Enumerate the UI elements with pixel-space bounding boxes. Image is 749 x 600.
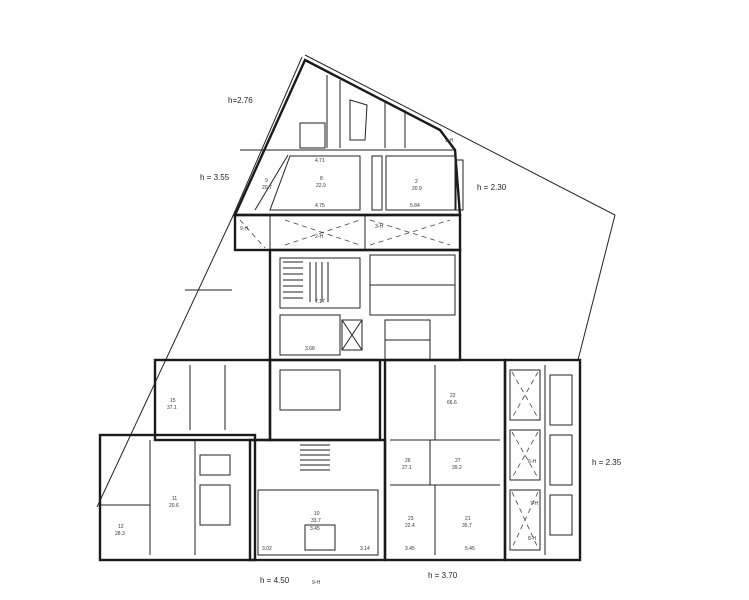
dimension: 5.45 bbox=[465, 546, 475, 552]
room-number: 26 bbox=[405, 458, 411, 464]
room-labels: 2 20.9 8 22.9 9 20.7 7.17 22 66.6 26 27.… bbox=[115, 176, 472, 537]
height-label: h = 3.55 bbox=[200, 173, 230, 182]
room-number: 15 bbox=[170, 398, 176, 404]
passage-label: 2-Н bbox=[315, 234, 323, 240]
room-number: 23 bbox=[408, 516, 414, 522]
top-wing bbox=[233, 58, 464, 217]
room-area: 37.1 bbox=[167, 405, 177, 411]
arcade-band bbox=[233, 213, 462, 252]
room-area: 39.2 bbox=[452, 465, 462, 471]
passage-label: 6-Н bbox=[528, 459, 536, 465]
room-area: 22.4 bbox=[405, 523, 415, 529]
room-area: 35.7 bbox=[462, 523, 472, 529]
dimension: 3.68 bbox=[305, 346, 315, 352]
passage-label: 9-Н bbox=[240, 226, 248, 232]
room-number: 22 bbox=[450, 393, 456, 399]
room-number: 9 bbox=[265, 178, 268, 184]
site-boundary bbox=[96, 54, 616, 508]
stair-icon bbox=[283, 261, 329, 302]
passage-label: 3-Н bbox=[375, 224, 383, 230]
room-area: 66.6 bbox=[447, 400, 457, 406]
dimension: 3.45 bbox=[405, 546, 415, 552]
stair-icon bbox=[300, 444, 330, 471]
dimension-labels: 4.71 4.75 5.84 3.68 3.45 3.02 3.14 3.45 … bbox=[262, 158, 475, 552]
height-label: h = 2.35 bbox=[592, 458, 622, 467]
east-annex bbox=[503, 358, 582, 562]
dimension: 4.71 bbox=[315, 158, 325, 164]
room-area: 28.3 bbox=[115, 531, 125, 537]
height-label: h = 4.50 bbox=[260, 576, 290, 585]
height-label: h=2.76 bbox=[228, 96, 253, 105]
room-area: 20.6 bbox=[169, 503, 179, 509]
room-area: 33.7 bbox=[311, 518, 321, 524]
height-label: h = 2.30 bbox=[477, 183, 507, 192]
central-core bbox=[268, 248, 462, 362]
passage-label: 9-Н bbox=[445, 138, 453, 144]
left-wing bbox=[98, 358, 272, 562]
dimension: 4.75 bbox=[315, 203, 325, 209]
room-area: 22.9 bbox=[316, 183, 326, 189]
room-area: 27.1 bbox=[402, 465, 412, 471]
room-number: 2 bbox=[415, 179, 418, 185]
height-label: h = 3.70 bbox=[428, 571, 458, 580]
passage-label: 7-Н bbox=[530, 501, 538, 507]
room-number: 11 bbox=[172, 496, 177, 502]
room-number: 21 bbox=[465, 516, 471, 522]
room-number: 27 bbox=[455, 458, 461, 464]
room-number: 10 bbox=[314, 511, 320, 517]
room-number: 8 bbox=[320, 176, 323, 182]
room-area: 20.7 bbox=[262, 185, 272, 191]
dimension: 3.45 bbox=[310, 526, 320, 532]
passage-label: 9-Н bbox=[312, 580, 320, 586]
room-number: 7.17 bbox=[315, 299, 325, 305]
dimension: 5.84 bbox=[410, 203, 420, 209]
east-block bbox=[383, 358, 507, 562]
dimension: 3.14 bbox=[360, 546, 370, 552]
dimension: 3.02 bbox=[262, 546, 272, 552]
room-number: 12 bbox=[118, 524, 124, 530]
room-area: 20.9 bbox=[412, 186, 422, 192]
passage-label: 8-Н bbox=[528, 536, 536, 542]
